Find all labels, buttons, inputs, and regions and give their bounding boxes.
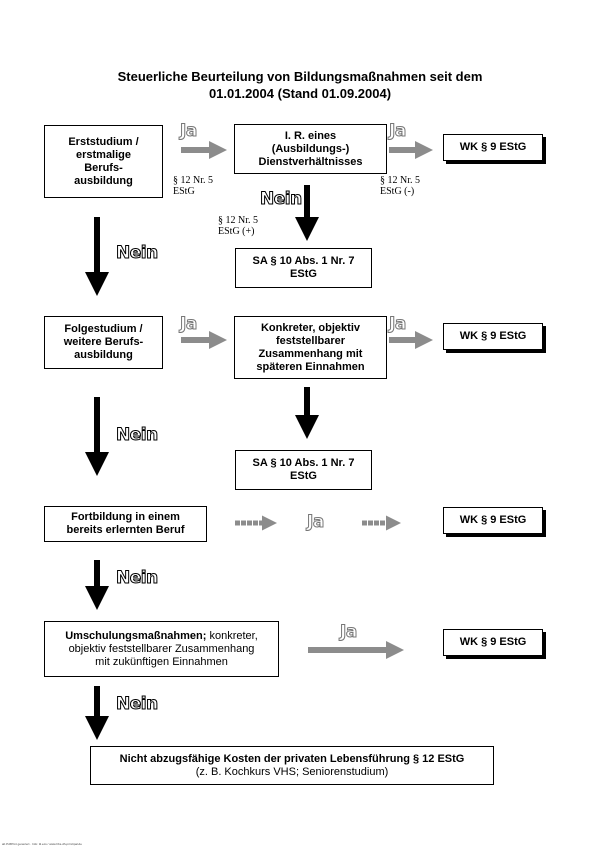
box-wk-1: WK § 9 EStG (443, 134, 543, 161)
box-fortbildung: Fortbildung in einem bereits erlernten B… (44, 506, 207, 542)
box-sa-1: SA § 10 Abs. 1 Nr. 7 EStG (235, 248, 372, 288)
label-nein-1: Nein (260, 189, 303, 210)
label-nein-3: Nein (116, 425, 159, 446)
label-nein-4: Nein (116, 568, 159, 589)
label-ja-6: Ja (340, 622, 358, 643)
label-ja-3: Ja (180, 314, 198, 335)
box-dienstverhaeltnis: I. R. eines (Ausbildungs-) Dienstverhält… (234, 124, 387, 174)
title-line-1: Steuerliche Beurteilung von Bildungsmaßn… (117, 69, 483, 84)
box-erststudium: Erststudium / erstmalige Berufs- ausbild… (44, 125, 163, 198)
label-ja-5: Ja (307, 512, 325, 533)
label-nein-2: Nein (116, 243, 159, 264)
label-ja-1: Ja (180, 121, 198, 142)
ref-12-nr5-a: § 12 Nr. 5 EStG (173, 175, 213, 197)
box-wk-4: WK § 9 EStG (443, 629, 543, 656)
box-privat: Nicht abzugsfähige Kosten der privaten L… (90, 746, 494, 785)
label-ja-4: Ja (389, 314, 407, 335)
label-nein-5: Nein (116, 694, 159, 715)
box-sa-2: SA § 10 Abs. 1 Nr. 7 EStG (235, 450, 372, 490)
box-umschulung: Umschulungsmaßnahmen; konkreter, objekti… (44, 621, 279, 677)
box-zusammenhang: Konkreter, objektiv feststellbarer Zusam… (234, 316, 387, 379)
box-wk-3: WK § 9 EStG (443, 507, 543, 534)
ref-12-nr5-b: § 12 Nr. 5 EStG (-) (380, 175, 420, 197)
title-line-2: 01.01.2004 (Stand 01.09.2004) (208, 86, 392, 101)
box-folgestudium: Folgestudium / weitere Berufs- ausbildun… (44, 316, 163, 369)
umschulung-bold: Umschulungsmaßnahmen; (65, 629, 207, 642)
box-wk-2: WK § 9 EStG (443, 323, 543, 350)
page-title: Steuerliche Beurteilung von Bildungsmaßn… (60, 68, 540, 102)
footer-note: ab PdfPrint generiert · Info: ttl.ecs / … (2, 842, 82, 846)
ref-12-nr5-c: § 12 Nr. 5 EStG (+) (218, 215, 258, 237)
label-ja-2: Ja (389, 121, 407, 142)
